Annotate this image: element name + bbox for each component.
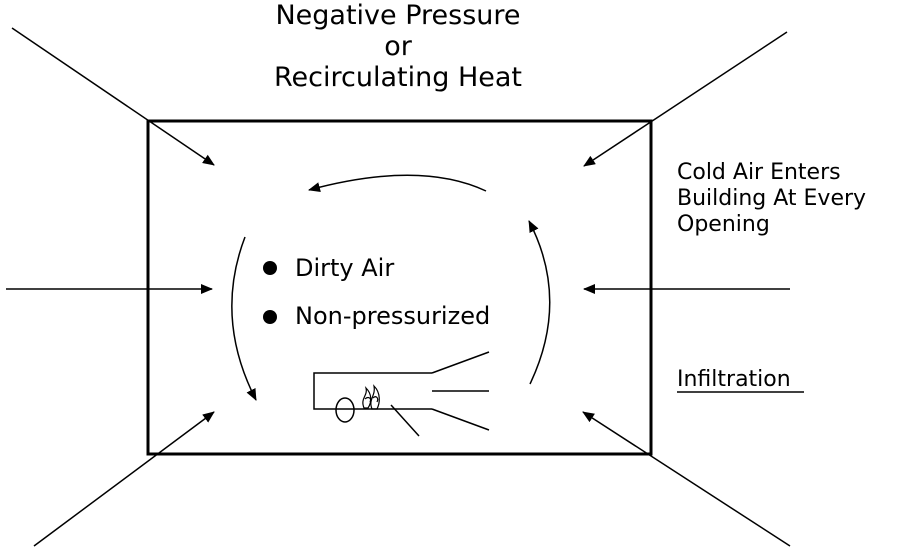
heater-pointer-line <box>390 404 420 437</box>
recirc-arrow-right <box>528 220 551 385</box>
recirc-arrow-left <box>231 236 257 401</box>
title-line-2: or <box>384 31 413 62</box>
infiltration-label: Infiltration <box>677 367 791 392</box>
arrow-top-left <box>11 27 215 166</box>
building-outline <box>146 119 653 456</box>
arrow-bottom-right <box>582 411 791 547</box>
heater-flare-bottom <box>431 408 490 431</box>
bullet-text-1: Dirty Air <box>295 254 394 282</box>
title-line-1: Negative Pressure <box>275 0 520 31</box>
flame-icon <box>362 384 380 410</box>
bullet-text-2: Non-pressurized <box>295 302 490 330</box>
bullet-dot-2 <box>263 310 277 324</box>
infiltration-arrows <box>6 27 791 547</box>
heater-burner-icon <box>335 397 355 423</box>
arrow-top-right <box>583 31 788 167</box>
heater-body <box>313 372 432 410</box>
title-line-3: Recirculating Heat <box>274 62 522 93</box>
side-label-line-1: Cold Air Enters <box>677 160 841 185</box>
heater-unit <box>313 351 490 437</box>
heater-flare-top <box>431 351 490 374</box>
recirc-arrow-top <box>308 174 487 192</box>
side-label-line-3: Opening <box>677 212 770 237</box>
side-label-line-2: Building At Every <box>677 186 866 211</box>
bullet-dot-1 <box>263 261 277 275</box>
recirculation-arrows <box>231 174 551 401</box>
arrow-bottom-left <box>33 411 215 547</box>
